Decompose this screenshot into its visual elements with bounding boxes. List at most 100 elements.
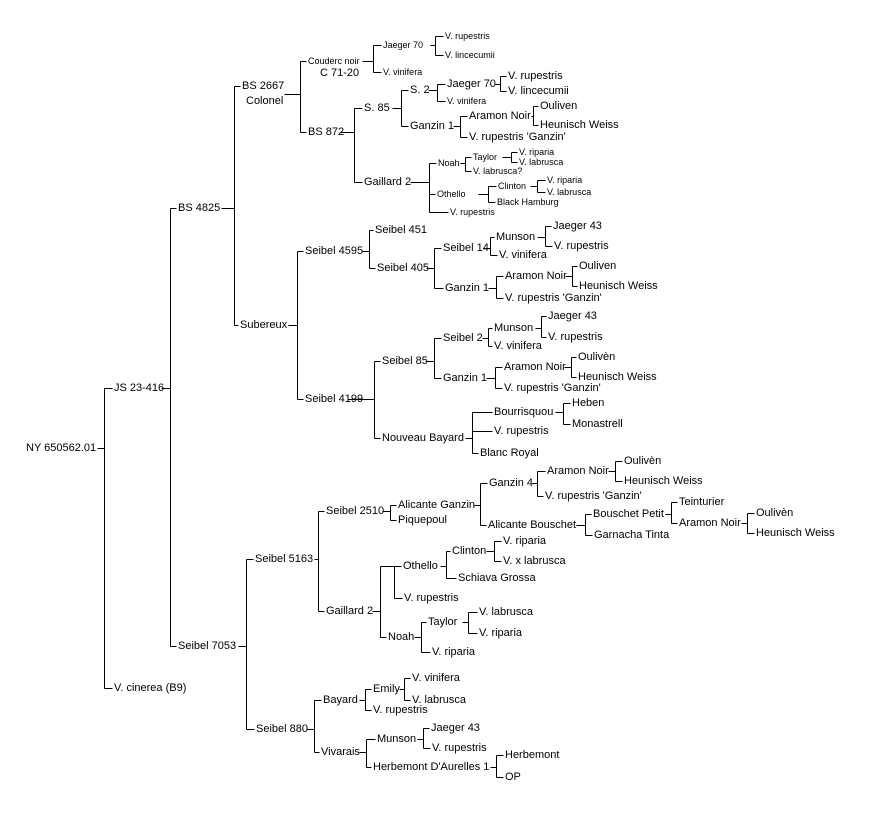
node-label-blackham: Black Hamburg	[497, 197, 559, 207]
node-label-heunisch-d: Heunisch Weiss	[624, 475, 703, 487]
node-label-piquepoul: Piquepoul	[398, 514, 447, 526]
node-label-bs872: BS 872	[308, 126, 344, 138]
node-label-ouliven-a: Ouliven	[540, 100, 577, 112]
node-label-vlq-a: V. labrusca?	[473, 166, 522, 176]
node-label-vrip-a: V. riparia	[519, 147, 554, 157]
node-label-gaillard2a: Gaillard 2	[364, 176, 411, 188]
node-label-seibel14: Seibel 14	[443, 242, 489, 254]
node-label-j70b: Jaeger 70	[447, 78, 496, 90]
node-label-bouschetpetit: Bouschet Petit	[593, 508, 664, 520]
node-label-js: JS 23-416	[114, 382, 164, 394]
node-label-bs2667b: Colonel	[246, 95, 283, 107]
node-label-heben: Heben	[572, 397, 604, 409]
node-label-munson-c: Munson	[377, 733, 416, 745]
node-label-seibel7053: Seibel 7053	[178, 640, 236, 652]
node-label-bs2667a: BS 2667	[242, 80, 284, 92]
node-label-vv-a: V. vinifera	[383, 67, 422, 77]
node-label-vl-a: V. lincecumii	[445, 50, 495, 60]
node-label-monastrell: Monastrell	[572, 418, 623, 430]
node-label-vr-f: V. rupestris	[494, 425, 549, 437]
node-label-seibel451: Seibel 451	[375, 224, 427, 236]
node-label-couderc-b: C 71-20	[320, 67, 359, 79]
node-label-ouliven-e: Oulivèn	[756, 507, 793, 519]
node-label-ganzin1a: Ganzin 1	[410, 120, 454, 132]
node-label-heunisch-c: Heunisch Weiss	[578, 371, 657, 383]
node-label-j70a: Jaeger 70	[383, 40, 423, 50]
node-label-ouliven-d: Oulivèn	[624, 455, 661, 467]
node-label-bs4825: BS 4825	[178, 202, 220, 214]
node-label-vrip-b: V. riparia	[547, 175, 582, 185]
node-label-vcinerea: V. cinerea (B9)	[114, 682, 186, 694]
node-label-heunisch-e: Heunisch Weiss	[756, 527, 835, 539]
node-label-gaillard2b: Gaillard 2	[326, 605, 373, 617]
node-label-vr-c: V. rupestris	[450, 207, 495, 217]
node-label-herbemont: Herbemont	[505, 749, 559, 761]
node-label-blancroyal: Blanc Royal	[480, 447, 539, 459]
node-label-vlab-a: V. labrusca	[519, 157, 563, 167]
node-label-ouliven-c: Oulivèn	[578, 351, 615, 363]
node-label-alicanteganzin: Alicante Ganzin	[398, 499, 475, 511]
node-label-vrg-a: V. rupestris 'Ganzin'	[469, 131, 566, 143]
node-label-alicantebouschet: Alicante Bouschet	[488, 519, 576, 531]
node-label-vrg-d: V. rupestris 'Ganzin'	[545, 490, 642, 502]
node-label-bayard: Bayard	[323, 694, 358, 706]
node-label-vr-d: V. rupestris	[554, 240, 609, 252]
node-label-clinton-b: Clinton	[452, 545, 486, 557]
node-label-op: OP	[505, 771, 521, 783]
node-label-vrip-d: V. riparia	[432, 646, 476, 658]
node-label-vv-b: V. vinifera	[447, 96, 486, 106]
node-label-vv-e: V. vinifera	[412, 672, 461, 684]
node-label-munson-a: Munson	[496, 231, 535, 243]
node-label-bourrisquou: Bourrisquou	[494, 406, 553, 418]
node-label-aramon-d: Aramon Noir	[547, 465, 609, 477]
node-label-j43a: Jaeger 43	[553, 220, 602, 232]
node-label-vr-b: V. rupestris	[508, 70, 563, 82]
node-label-vlab-c: V. labrusca	[479, 606, 534, 618]
node-label-ouliven-b: Ouliven	[579, 260, 616, 272]
node-label-aramon-e: Aramon Noir	[679, 517, 741, 529]
node-label-vlab-d: V. labrusca	[412, 694, 467, 706]
node-label-heunisch-b: Heunisch Weiss	[579, 280, 658, 292]
node-label-munson-b: Munson	[494, 322, 533, 334]
node-label-seibel5163: Seibel 5163	[255, 553, 313, 565]
node-label-vr-h: V. rupestris	[373, 704, 428, 716]
node-label-s85: S. 85	[364, 102, 390, 114]
node-label-garnacha: Garnacha Tinta	[594, 529, 670, 541]
node-label-emily: Emily	[373, 683, 400, 695]
node-label-aramon-b: Aramon Noir	[505, 270, 567, 282]
node-label-othello-a: Othello	[437, 189, 466, 199]
node-label-nouveau: Nouveau Bayard	[382, 432, 464, 444]
node-label-noah-a: Noah	[438, 158, 460, 168]
node-label-ganzin1c: Ganzin 1	[443, 372, 487, 384]
node-label-vrg-c: V. rupestris 'Ganzin'	[504, 382, 601, 394]
node-label-noah-b: Noah	[388, 631, 414, 643]
node-label-j43c: Jaeger 43	[431, 722, 480, 734]
node-label-ganzin4: Ganzin 4	[489, 477, 533, 489]
node-label-vr-a: V. rupestris	[445, 31, 490, 41]
node-label-teinturier: Teinturier	[679, 496, 725, 508]
node-label-seibel880: Seibel 880	[256, 723, 308, 735]
node-label-subereux: Subereux	[240, 319, 288, 331]
node-label-seibel4595: Seibel 4595	[305, 245, 363, 257]
node-label-seibel4199: Seibel 4199	[305, 393, 363, 405]
node-label-heunisch-a: Heunisch Weiss	[540, 119, 619, 131]
node-label-seibel405: Seibel 405	[377, 262, 429, 274]
node-label-clinton-a: Clinton	[498, 181, 526, 191]
node-label-vr-i: V. rupestris	[432, 742, 487, 754]
node-label-seibel85: Seibel 85	[382, 355, 428, 367]
node-label-ny: NY 650562.01	[26, 442, 96, 454]
node-label-aramon-a: Aramon Noir	[469, 110, 531, 122]
node-label-ganzin1b: Ganzin 1	[445, 282, 489, 294]
node-label-vivarais: Vivarais	[321, 746, 360, 758]
node-label-s2: S. 2	[410, 84, 430, 96]
node-label-j43b: Jaeger 43	[548, 310, 597, 322]
node-label-othello-b: Othello	[403, 560, 438, 572]
node-label-couderc-a: Couderc noir	[308, 56, 360, 66]
node-label-vlab-b: V. labrusca	[547, 187, 591, 197]
node-label-vl-b: V. lincecumii	[508, 85, 569, 97]
node-label-vxl: V. x labrusca	[503, 555, 566, 567]
node-label-vrip-e: V. riparia	[479, 627, 523, 639]
node-label-vr-e: V. rupestris	[548, 331, 603, 343]
